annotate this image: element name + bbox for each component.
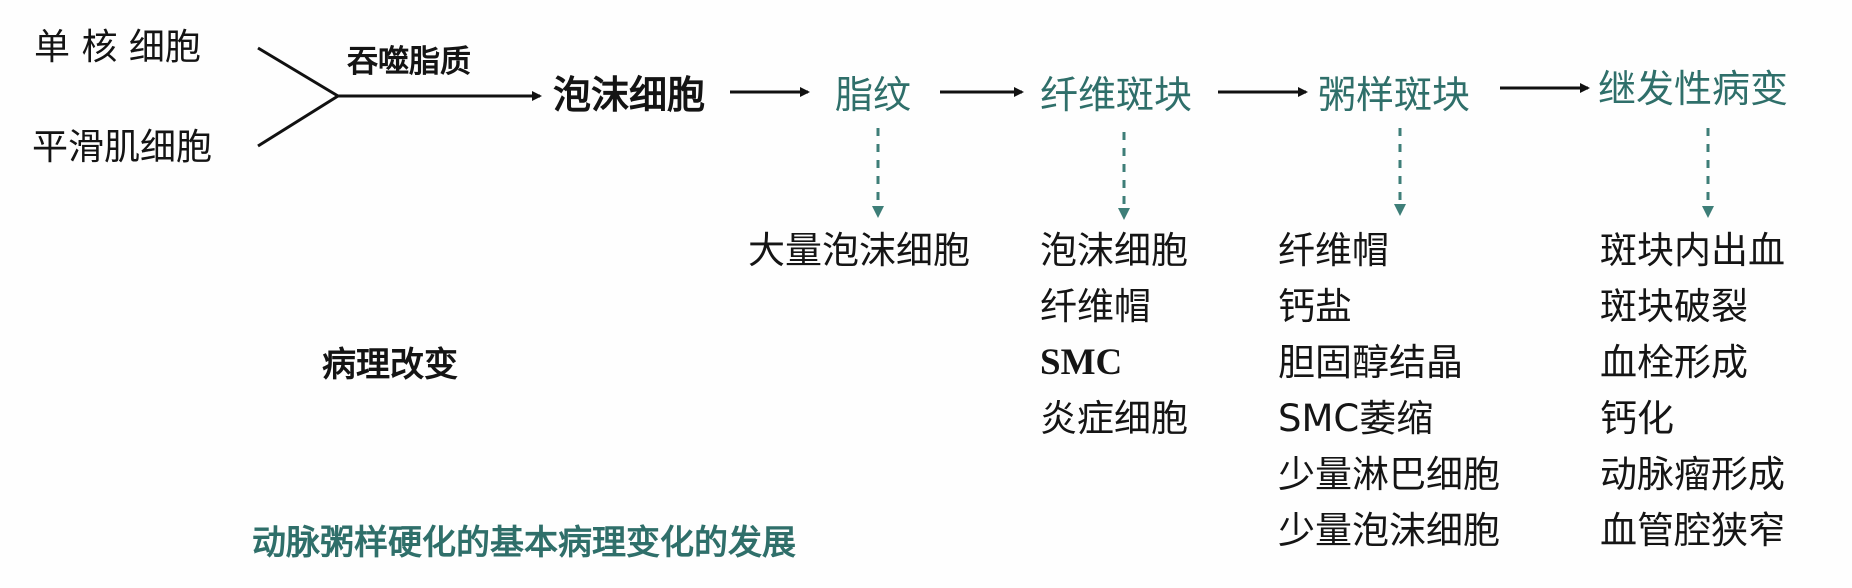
stage-item: 纤维帽 — [1278, 229, 1389, 272]
stage-item: SMC萎缩 — [1278, 397, 1434, 440]
stage-item: 大量泡沫细胞 — [748, 229, 970, 272]
stage-item: 泡沫细胞 — [1040, 229, 1188, 272]
stage-item: 少量淋巴细胞 — [1278, 453, 1500, 496]
node-secondary-lesion: 继发性病变 — [1598, 67, 1789, 111]
stage-item: SMC — [1040, 342, 1123, 383]
source-monocyte: 单 核 细胞 — [34, 27, 201, 68]
stage-item: 炎症细胞 — [1040, 397, 1188, 440]
stage-item: 少量泡沫细胞 — [1278, 509, 1500, 552]
source-smooth-muscle-cell: 平滑肌细胞 — [32, 127, 213, 168]
connector-smc-line — [257, 94, 339, 148]
connector-monocyte-line — [257, 46, 339, 98]
node-foam-cell: 泡沫细胞 — [553, 73, 706, 117]
node-atheromatous-plaque: 粥样斑块 — [1318, 73, 1471, 117]
stage-item: 钙化 — [1600, 397, 1674, 440]
stage-item: 钙盐 — [1278, 285, 1352, 328]
stage-item: 血管腔狭窄 — [1600, 509, 1785, 552]
stage-item: 血栓形成 — [1600, 341, 1748, 384]
stage-item: 动脉瘤形成 — [1600, 453, 1785, 496]
node-fatty-streak: 脂纹 — [835, 73, 912, 117]
stage-item: 纤维帽 — [1040, 285, 1151, 328]
node-fibrous-plaque: 纤维斑块 — [1040, 73, 1193, 117]
stage-item: 胆固醇结晶 — [1278, 341, 1463, 384]
diagram-caption: 动脉粥样硬化的基本病理变化的发展 — [252, 523, 796, 563]
stage-item: 斑块破裂 — [1600, 285, 1748, 328]
process-label: 吞噬脂质 — [347, 44, 471, 80]
row-label-pathology: 病理改变 — [322, 345, 458, 385]
stage-item: 斑块内出血 — [1600, 229, 1785, 272]
